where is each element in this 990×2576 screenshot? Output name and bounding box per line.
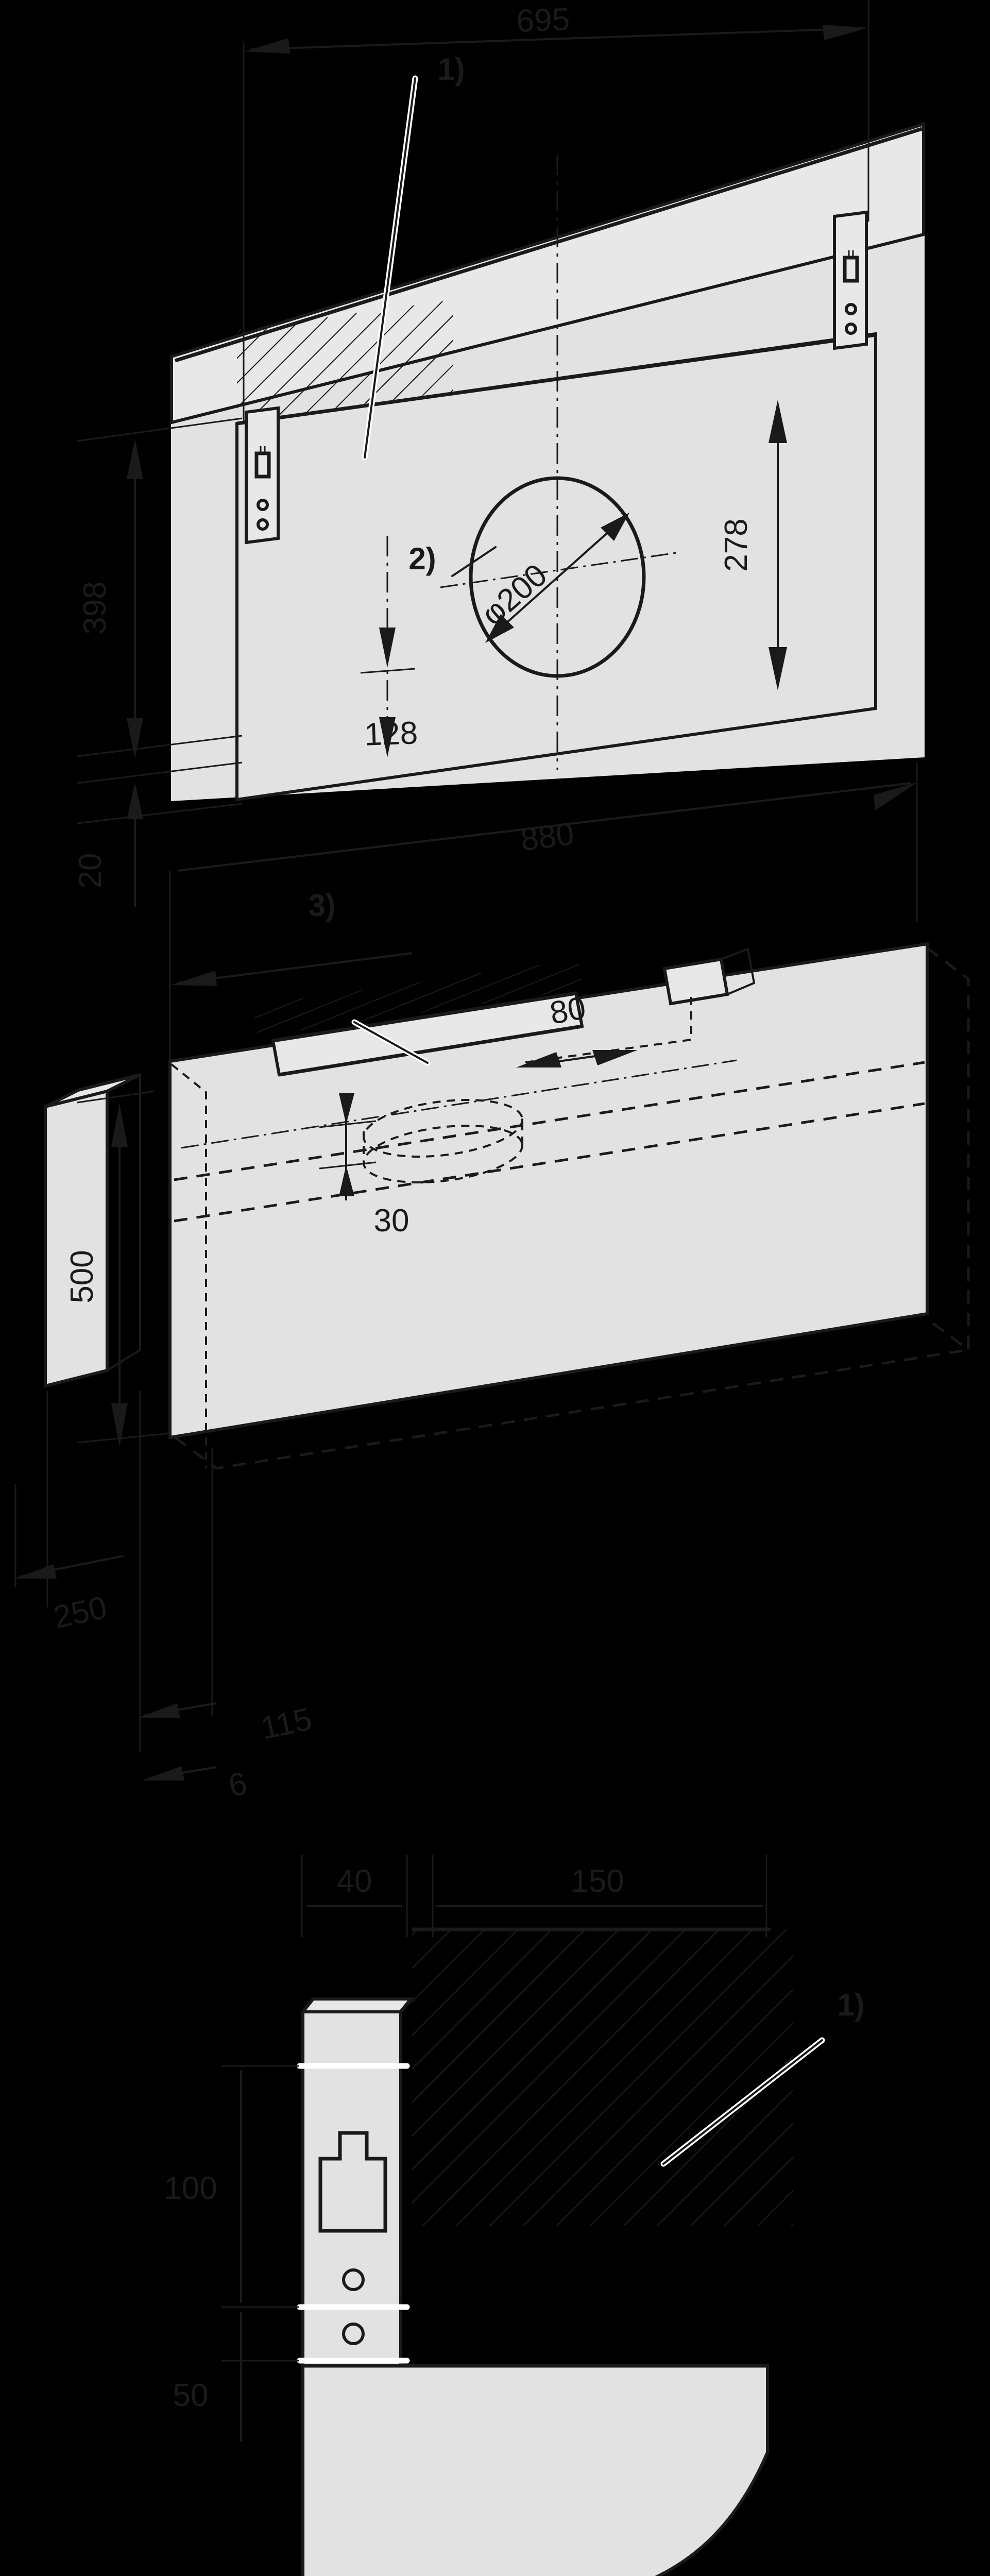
wall-bracket-right [833,210,868,350]
dim-20: 20 [73,761,243,907]
dim-250-label: 250 [50,1589,110,1635]
dim-6-label: 6 [226,1766,250,1804]
dim-40: 40 [301,1855,408,1937]
hidden-line-upper [174,1061,925,1181]
callout-1-top-leader [364,77,416,459]
dim-6-arrow [142,1766,184,1781]
dim-880-arrow-left [171,971,217,986]
mount-tab-right [662,947,756,1006]
dim-880-label: 880 [519,816,576,858]
canopy-bottom-edge [236,333,876,426]
dim-398-label: 398 [77,581,113,634]
diameter-arrow-line [494,521,620,634]
dim-80: 80 [516,990,692,1067]
dim-880: 880 [169,762,918,1061]
callout-1-top-label: 1) [437,52,465,87]
dim-115-arrow [138,1703,180,1718]
dim-150-label: 150 [571,1863,624,1899]
diameter-arrowhead-lower [485,614,514,643]
rear-outline-left [170,1063,207,1468]
wall-bracket-left [245,406,280,545]
callout-3-label: 3) [308,888,335,923]
hidden-line-lower [174,1102,925,1223]
dim-500-arrow-top [111,1104,128,1147]
dim-20-arrow-top [127,783,143,819]
dim-880-arrow-right [874,782,918,810]
dim-500: 500 [64,1090,170,1447]
dim-278-label: 278 [719,518,754,571]
dim-80-label: 80 [547,990,588,1031]
dim-80-arrow-left [516,1052,561,1067]
dim-500-arrow-bottom [111,1403,128,1447]
dim-128-arrow-down [379,717,396,757]
dim-150: 150 [432,1855,767,1937]
dim-398-arrow-top [127,439,143,479]
dim-500-label: 500 [64,1250,100,1303]
dim-695-arrow-right [823,25,868,40]
dim-6: 6 [142,1766,250,1804]
mounting-rail-section [299,1997,415,2377]
dim-30-label: 30 [374,1203,409,1239]
diameter-arrowhead-upper [601,513,629,541]
appliance-body-section [301,2364,769,2576]
dim-128-label: 128 [364,715,418,753]
dim-278-arrow-top [769,400,787,443]
dim-80-arrow-right [592,1050,638,1065]
callout-2-label: 2) [408,541,436,576]
dim-50-label: 50 [173,2378,209,2413]
dim-695-label: 695 [516,2,570,39]
dim-100: 100 [164,2065,299,2308]
dim-398-arrow-bottom [127,718,143,758]
dim-128: 128 [360,536,418,757]
rear-outline-right [926,947,970,1352]
dim-30-arrow-down [339,1165,354,1196]
dim-398: 398 [77,417,243,758]
dim-115: 115 [138,1391,315,1752]
callout-1-bottom-label: 1) [837,1988,864,2022]
dim-20-label: 20 [73,853,108,889]
iso-centerline [181,1059,737,1149]
dim-30-arrow-up [339,1093,354,1124]
dim-695: 695 [243,0,869,422]
dim-250: 250 [14,1391,124,1635]
section-view: 40 150 [164,1855,865,2576]
dim-50: 50 [173,2312,299,2442]
dim-278: 278 [719,400,787,690]
dim-40-label: 40 [337,1863,372,1899]
isometric-view: 880 3) [14,762,970,1804]
outlet-axis [440,551,680,588]
callout-2-leader [451,546,497,577]
dim-100-label: 100 [164,2171,217,2206]
dim-30: 30 [319,1093,409,1239]
front-view: φ200 2) 1) 695 398 [73,0,925,907]
dim-128-arrow-up [379,628,396,668]
outlet-circle [469,476,646,678]
dim-695-arrow-left [244,38,290,54]
wall-section-hatch [412,1927,793,2226]
dim-250-arrow [14,1564,57,1579]
dim-278-arrow-bottom [769,647,787,690]
callout-3-leader [353,1021,429,1064]
callout-1-bottom-leader [662,2039,823,2165]
rear-outline-bottom [174,1348,969,1470]
dim-115-label: 115 [258,1701,315,1747]
side-depth-block [44,1073,141,1388]
